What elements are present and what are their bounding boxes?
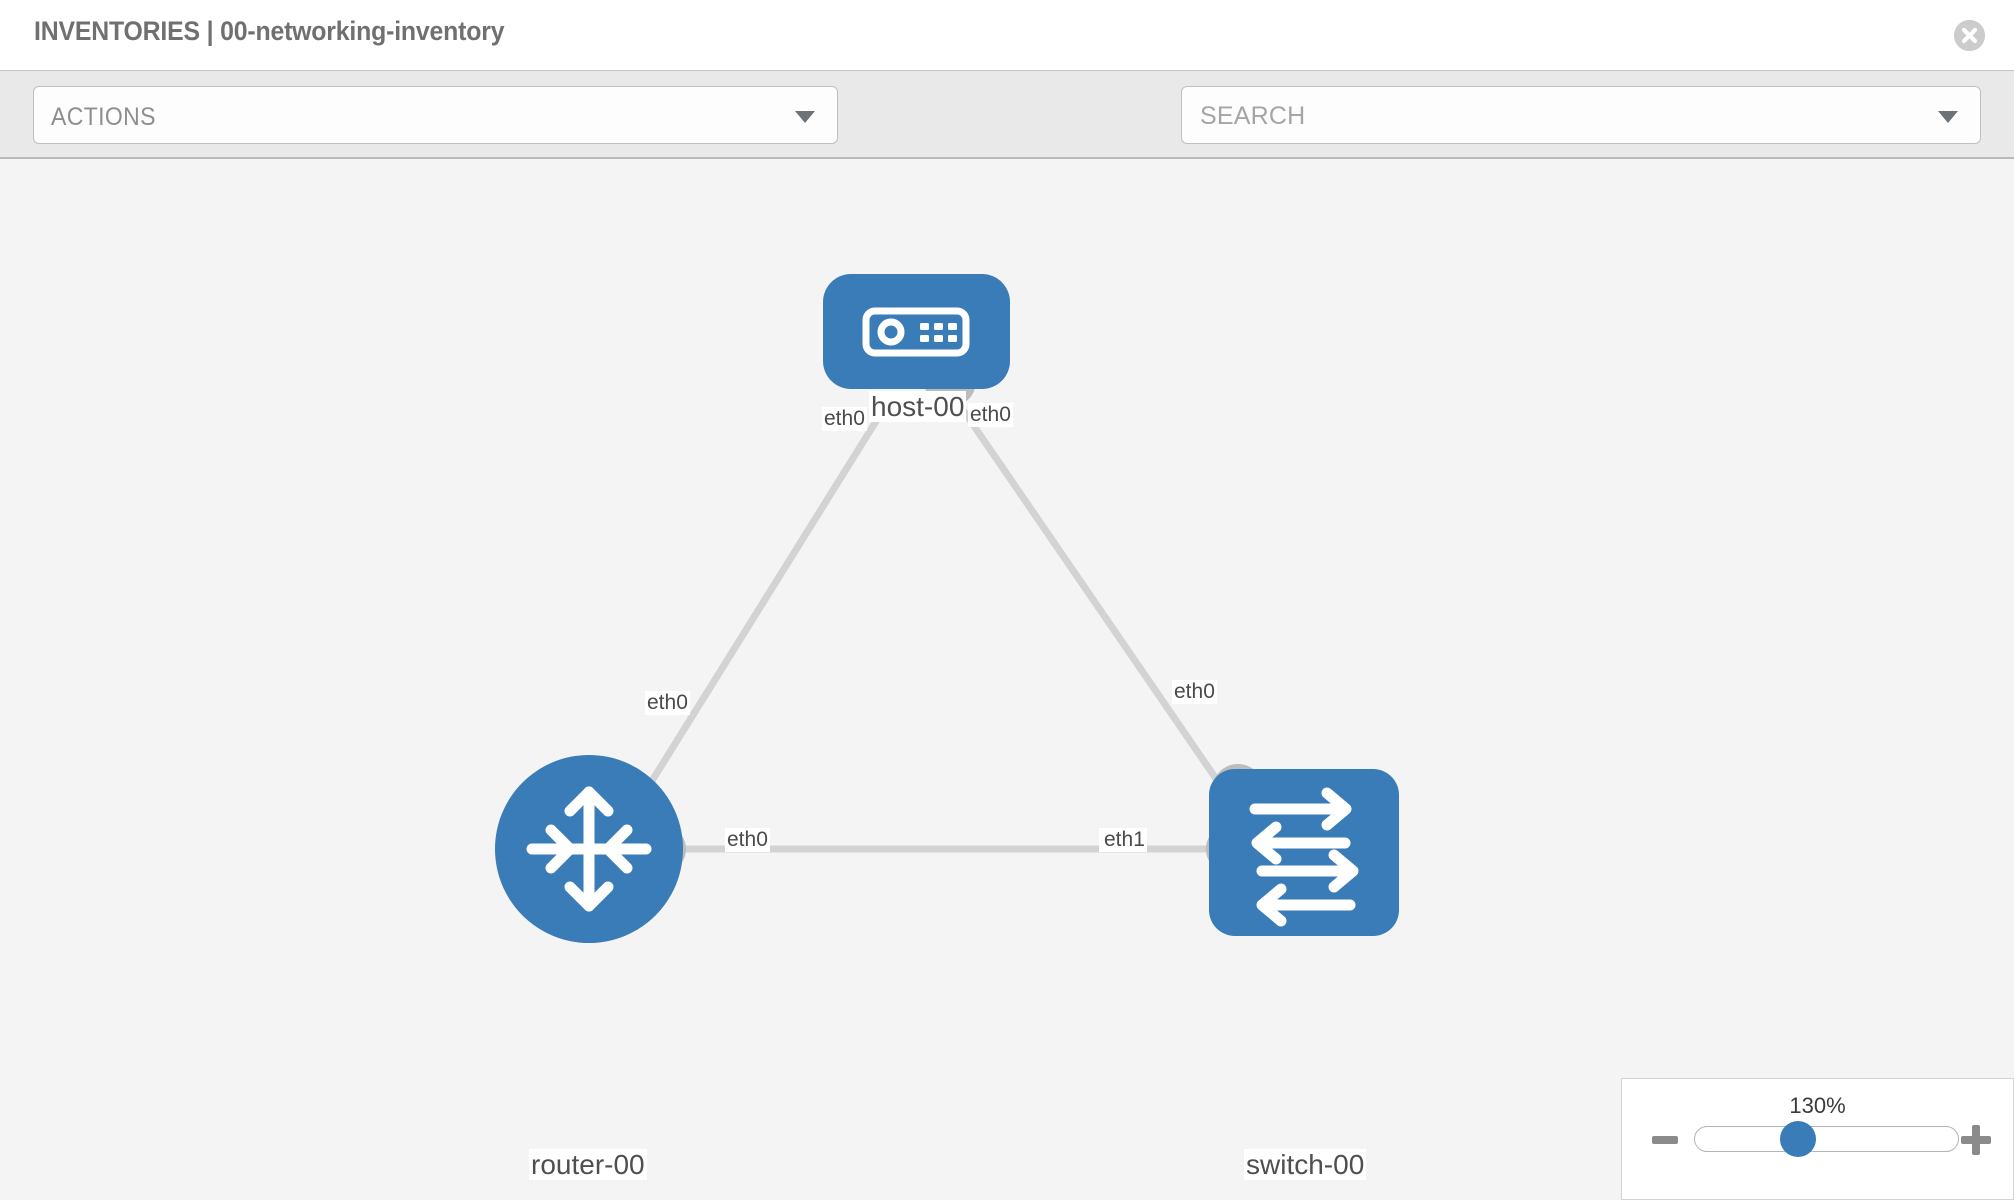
interface-label: eth0 [645, 691, 690, 716]
interface-label: eth0 [968, 403, 1013, 428]
topology-node-switch-00 [1209, 769, 1399, 936]
zoom-in-button[interactable] [1961, 1125, 1991, 1155]
switch-arrows-icon [1249, 787, 1359, 927]
zoom-slider-track[interactable] [1694, 1126, 1959, 1152]
topology-graph [495, 274, 1399, 943]
node-label-switch-00: switch-00 [1244, 1149, 1367, 1181]
topology-connectors [638, 355, 1264, 875]
topology-node-host-00 [823, 274, 1010, 389]
interface-label: eth1 [1102, 828, 1147, 853]
topology-node-router-00 [495, 755, 683, 943]
node-label-router-00: router-00 [529, 1149, 647, 1181]
interface-label: eth0 [1172, 680, 1217, 705]
search-placeholder: SEARCH [1200, 102, 1306, 130]
topology-canvas[interactable]: eth0 host-00 eth0 eth0 eth0 eth0 etl eth… [0, 159, 2014, 1200]
search-chevron-down-icon[interactable] [1938, 111, 1958, 123]
chevron-down-icon [795, 111, 815, 123]
zoom-slider-thumb[interactable] [1780, 1121, 1816, 1157]
link-host-router [614, 392, 896, 839]
search-input[interactable]: SEARCH [1181, 86, 1981, 144]
router-arrows-icon [526, 786, 652, 912]
zoom-out-button[interactable] [1652, 1136, 1678, 1144]
zoom-percent-label: 130% [1789, 1093, 1846, 1118]
zoom-control: 130% [1621, 1078, 2014, 1200]
page-title: INVENTORIES | 00-networking-inventory [34, 16, 505, 46]
node-label-host-00: host-00 [869, 391, 967, 423]
topology-links [614, 392, 1248, 853]
page-header: INVENTORIES | 00-networking-inventory [0, 0, 2014, 70]
close-icon[interactable] [1954, 20, 1985, 51]
host-device-icon [862, 307, 970, 357]
interface-label: eth0 [725, 828, 770, 853]
link-host-switch [949, 392, 1248, 823]
interface-label: eth0 [822, 407, 867, 432]
toolbar: ACTIONS SEARCH [0, 70, 2014, 205]
actions-dropdown-label: ACTIONS [51, 103, 156, 131]
actions-dropdown[interactable]: ACTIONS [33, 86, 838, 144]
